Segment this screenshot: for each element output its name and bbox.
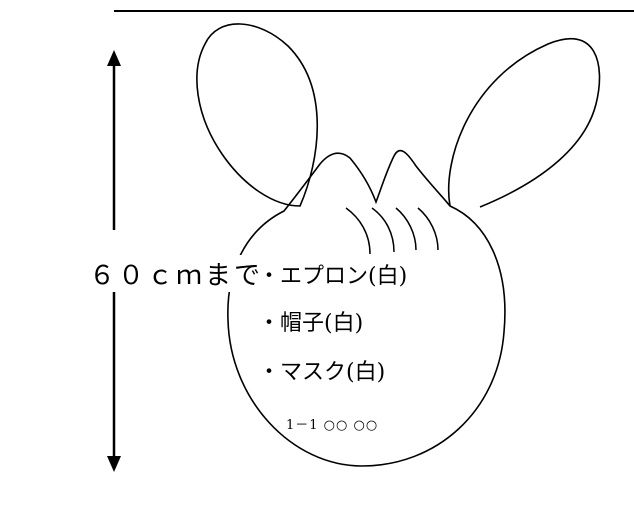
item-mask: ・マスク(白) (258, 360, 386, 385)
fur-strokes (345, 207, 439, 255)
left-ear (196, 23, 319, 207)
item-hat: ・帽子(白) (258, 311, 364, 336)
item-apron: ・エプロン(白) (258, 264, 408, 289)
right-ear (447, 37, 601, 208)
name-tag: 1－1 ○○ ○○ (286, 418, 379, 433)
height-arrow (107, 50, 121, 472)
size-limit-label: ６０ｃｍまで (86, 255, 266, 292)
bag-body (227, 149, 506, 467)
